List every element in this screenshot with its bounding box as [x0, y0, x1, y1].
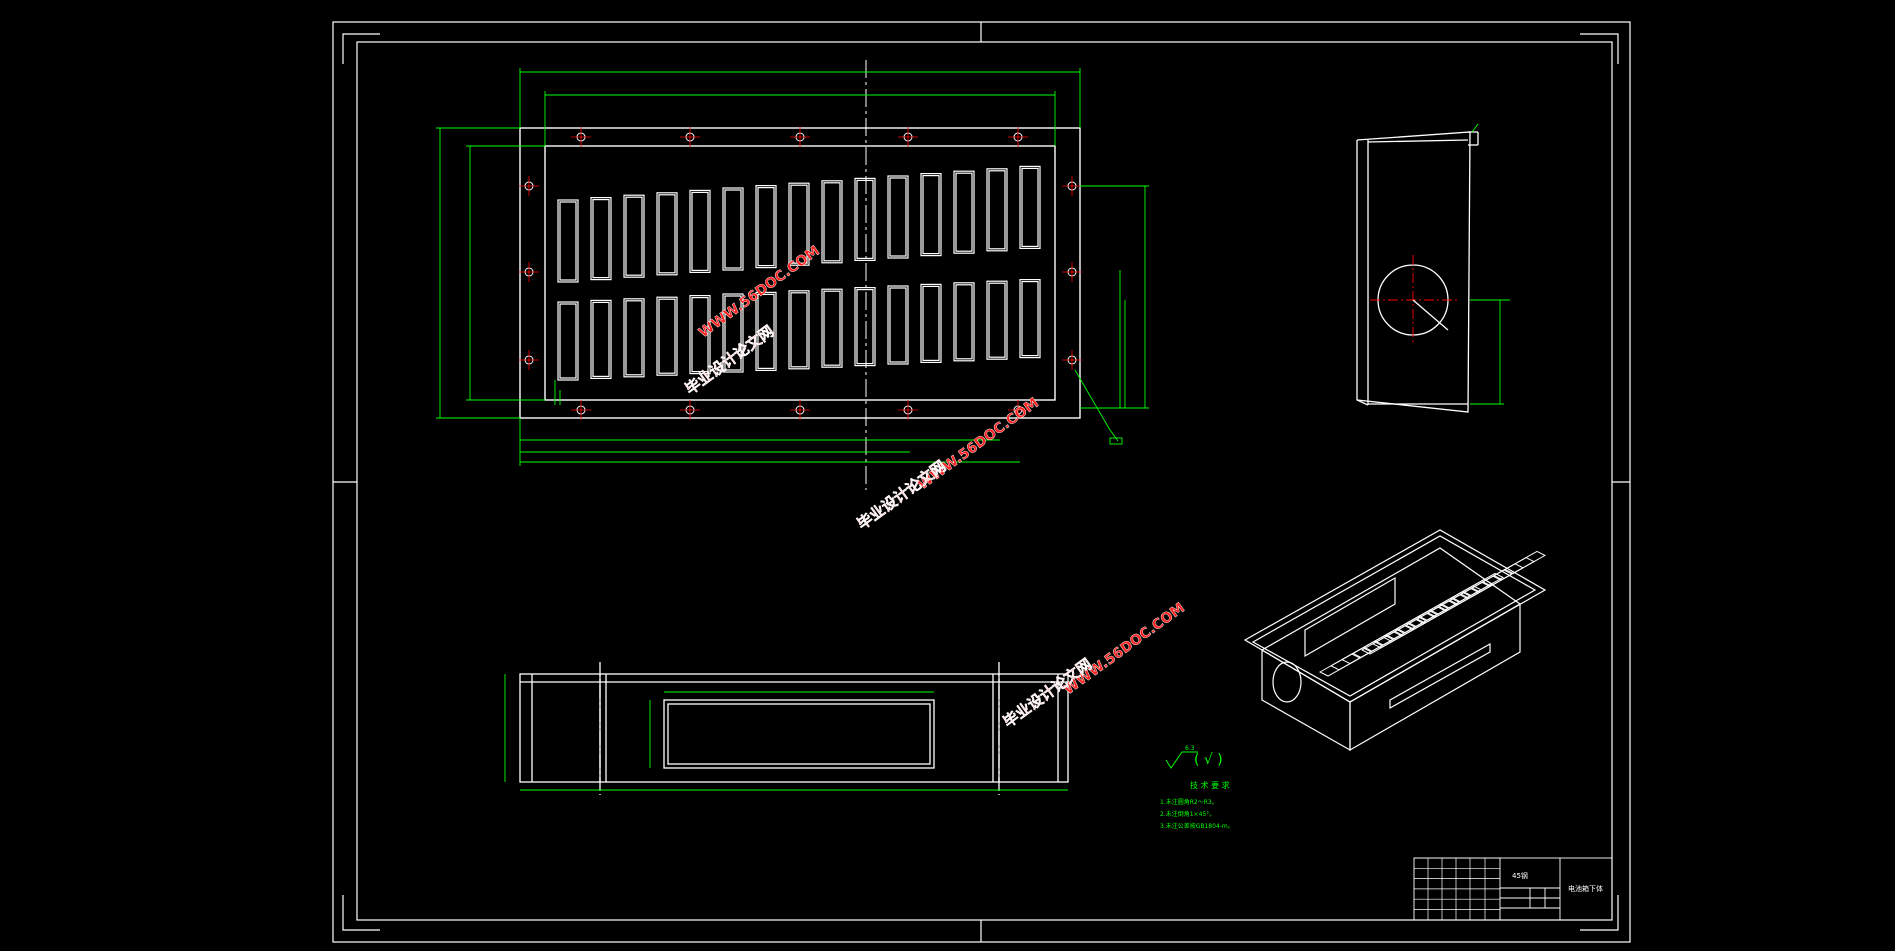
- title-block-material: 45钢: [1512, 871, 1528, 880]
- slot-lower: [623, 298, 645, 378]
- slot-lower: [755, 291, 777, 371]
- slot-upper-inner: [823, 182, 841, 262]
- slot-lower-inner: [988, 282, 1006, 358]
- iso-slot-lower: [1503, 550, 1547, 574]
- drawing-frame: [332, 21, 1631, 943]
- watermark-cn-1: 毕业设计论文网: [682, 322, 778, 398]
- slot-lower: [788, 290, 810, 370]
- slot-lower: [557, 301, 579, 381]
- slot-upper: [1019, 165, 1041, 249]
- slot-upper: [887, 175, 909, 259]
- slot-lower: [689, 295, 711, 375]
- slot-upper-inner: [856, 179, 874, 259]
- slot-lower-inner: [691, 297, 709, 373]
- slot-lower-inner: [889, 287, 907, 363]
- slot-lower: [722, 293, 744, 373]
- slot-upper: [590, 197, 612, 281]
- slot-lower-inner: [559, 303, 577, 379]
- front-view: [504, 662, 1069, 795]
- slot-upper: [986, 168, 1008, 252]
- slot-lower: [590, 299, 612, 379]
- tech-req-item-3: 3.未注公差按GB1804-m。: [1160, 822, 1234, 830]
- technical-requirements: 技 术 要 求 1.未注圆角R2～R3。 2.未注倒角1×45°。 3.未注公差…: [1160, 780, 1234, 830]
- slot-upper: [920, 173, 942, 257]
- slot-lower-inner: [955, 284, 973, 360]
- tech-req-title: 技 术 要 求: [1190, 780, 1230, 790]
- slot-lower: [887, 285, 909, 365]
- slot-upper-inner: [625, 196, 643, 276]
- slot-upper-inner: [592, 199, 610, 279]
- slot-row-upper: [557, 165, 1041, 283]
- surface-finish-symbol: 6.3 ( √ ): [1165, 745, 1223, 769]
- top-view-outline: [519, 127, 1081, 419]
- slot-upper-inner: [724, 189, 742, 269]
- title-block-part-name: 电池箱下体: [1568, 884, 1603, 893]
- slot-lower-inner: [922, 285, 940, 361]
- slot-lower: [854, 287, 876, 367]
- slot-lower-inner: [823, 290, 841, 366]
- tech-req-item-2: 2.未注倒角1×45°。: [1160, 810, 1215, 818]
- slot-upper-inner: [559, 201, 577, 281]
- slot-upper: [854, 177, 876, 261]
- surface-finish-bracket: ( √ ): [1194, 752, 1223, 768]
- slot-upper-inner: [922, 175, 940, 255]
- slot-upper-inner: [988, 170, 1006, 250]
- mounting-holes: [519, 127, 1082, 420]
- slot-upper: [953, 170, 975, 254]
- slot-lower-inner: [856, 289, 874, 365]
- iso-slot-upper: [1461, 572, 1505, 596]
- slot-upper: [689, 189, 711, 273]
- slot-upper-inner: [889, 177, 907, 257]
- slot-lower: [1019, 279, 1041, 359]
- watermark-site-3: WWW.56DOC.COM: [1061, 600, 1188, 698]
- tech-req-item-1: 1.未注圆角R2～R3。: [1160, 798, 1218, 806]
- slot-row-lower: [557, 279, 1041, 381]
- slot-upper-inner: [790, 184, 808, 264]
- slot-lower: [920, 283, 942, 363]
- slot-upper-inner: [1021, 167, 1039, 247]
- isometric-slots: [1318, 550, 1547, 677]
- watermark-cn-3: 毕业设计论文网: [1000, 655, 1096, 731]
- slot-upper-inner: [658, 194, 676, 274]
- slot-lower-inner: [658, 298, 676, 374]
- watermark-cn-2: 毕业设计论文网: [854, 457, 950, 533]
- side-view: [1356, 123, 1510, 413]
- slot-upper: [722, 187, 744, 271]
- slot-upper-inner: [757, 187, 775, 267]
- slot-lower-inner: [757, 293, 775, 369]
- slot-upper-inner: [955, 172, 973, 252]
- title-block: 45钢 电池箱下体: [1413, 857, 1613, 921]
- slot-upper: [656, 192, 678, 276]
- slot-lower-inner: [724, 295, 742, 371]
- slot-lower: [986, 280, 1008, 360]
- slot-lower-inner: [592, 301, 610, 377]
- slot-upper: [557, 199, 579, 283]
- slot-upper-inner: [691, 191, 709, 271]
- slot-lower-inner: [625, 300, 643, 376]
- slot-lower: [953, 282, 975, 362]
- isometric-view: [1243, 529, 1547, 752]
- slot-upper: [821, 180, 843, 264]
- slot-lower-inner: [790, 292, 808, 368]
- slot-lower: [656, 296, 678, 376]
- slot-lower: [821, 288, 843, 368]
- slot-lower-inner: [1021, 281, 1039, 357]
- slot-upper: [788, 182, 810, 266]
- slot-upper: [755, 185, 777, 269]
- slot-upper: [623, 194, 645, 278]
- surface-finish-value: 6.3: [1185, 745, 1195, 752]
- iso-slot-upper: [1318, 653, 1362, 677]
- top-view: [436, 60, 1149, 490]
- top-view-dimensions: [436, 68, 1149, 466]
